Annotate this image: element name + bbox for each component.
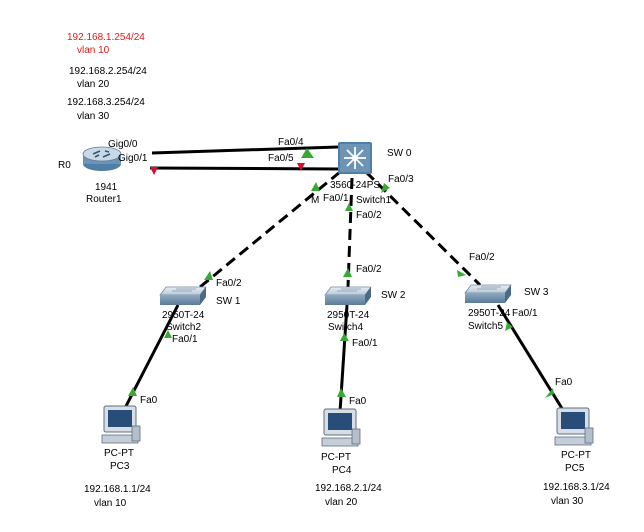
sw2-model: 2950T-24 bbox=[327, 310, 370, 321]
port-label: Fa0/3 bbox=[388, 174, 414, 185]
sw3-tag: SW 3 bbox=[524, 287, 549, 298]
link-up-indicator bbox=[204, 271, 213, 280]
link-up-indicator bbox=[340, 333, 349, 341]
router-vlan20-address: 192.168.2.254/24 bbox=[69, 66, 147, 77]
port-label: Fa0/4 bbox=[278, 137, 304, 148]
port-label: M bbox=[311, 195, 320, 206]
link-up-indicator bbox=[301, 148, 314, 158]
pc4-name: PC4 bbox=[332, 465, 352, 476]
pc5-ip: 192.168.3.1/24 bbox=[543, 482, 610, 493]
pc3-name: PC3 bbox=[110, 461, 130, 472]
switch-icon[interactable] bbox=[159, 286, 207, 305]
pc3-model: PC-PT bbox=[104, 448, 134, 459]
pc4-model: PC-PT bbox=[321, 452, 351, 463]
link-up-indicator bbox=[345, 203, 353, 211]
pc3-vlan: vlan 10 bbox=[94, 498, 127, 509]
router-vlan20-label: vlan 20 bbox=[77, 79, 110, 90]
router-vlan10-address: 192.168.1.254/24 bbox=[67, 32, 145, 43]
port-label: Fa0/1 bbox=[172, 334, 198, 345]
router-vlan30-label: vlan 30 bbox=[77, 111, 110, 122]
pc5-model: PC-PT bbox=[561, 450, 591, 461]
sw0-tag: SW 0 bbox=[387, 148, 412, 159]
router-tag: R0 bbox=[58, 160, 71, 171]
link-up-indicator bbox=[337, 388, 346, 397]
link-sw0-f03-sw3-f02[interactable] bbox=[364, 170, 482, 287]
port-label: Gig0/1 bbox=[118, 153, 148, 164]
link-indicators bbox=[128, 148, 554, 398]
pc5-name: PC5 bbox=[565, 463, 585, 474]
router-model: 1941 bbox=[95, 182, 118, 193]
pc5-vlan: vlan 30 bbox=[551, 496, 584, 507]
switch-icon[interactable] bbox=[324, 286, 372, 305]
sw3-name: Switch5 bbox=[468, 321, 504, 332]
router-vlan10-label: vlan 10 bbox=[77, 45, 110, 56]
link-up-indicator bbox=[505, 322, 513, 331]
router-vlan30-address: 192.168.3.254/24 bbox=[67, 97, 145, 108]
link-up-indicator bbox=[311, 182, 320, 191]
link-down-indicator bbox=[150, 167, 158, 175]
link-sw0-f02-sw2-f02[interactable] bbox=[346, 177, 354, 288]
port-label: Fa0/1 bbox=[323, 193, 349, 204]
router-icon[interactable] bbox=[82, 146, 122, 171]
sw0-model: 3560-24PS bbox=[330, 180, 381, 191]
link-up-indicator bbox=[343, 268, 352, 277]
link-sw0-f01-sw1-f02[interactable] bbox=[199, 170, 341, 289]
link-down-indicator bbox=[297, 163, 305, 171]
port-label: Fa0/1 bbox=[512, 308, 538, 319]
sw2-name: Switch4 bbox=[328, 322, 364, 333]
router-name: Router1 bbox=[86, 194, 122, 205]
link-router-g00-sw0-f04[interactable] bbox=[151, 145, 339, 155]
port-label: Gig0/0 bbox=[108, 139, 138, 150]
pc4-ip: 192.168.2.1/24 bbox=[315, 483, 382, 494]
switch-icon[interactable] bbox=[464, 284, 512, 303]
link-up-indicator bbox=[457, 270, 466, 277]
sw0-name: Switch1 bbox=[356, 195, 392, 206]
port-label: Fa0/5 bbox=[268, 153, 294, 164]
sw1-model: 2950T-24 bbox=[162, 310, 205, 321]
port-label: Fa0/2 bbox=[216, 278, 242, 289]
pc-icon[interactable] bbox=[321, 408, 361, 447]
sw3-model: 2950T-24 bbox=[468, 308, 511, 319]
link-router-g01-sw0-f05[interactable] bbox=[149, 166, 339, 171]
port-label: Fa0/2 bbox=[356, 264, 382, 275]
sw1-name: Switch2 bbox=[166, 322, 202, 333]
link-up-indicator bbox=[545, 388, 554, 398]
sw2-tag: SW 2 bbox=[381, 290, 406, 301]
link-up-indicator bbox=[128, 387, 137, 396]
port-label: Fa0 bbox=[349, 396, 367, 407]
multilayer-switch-icon[interactable] bbox=[338, 142, 372, 174]
pc-icon[interactable] bbox=[101, 405, 141, 444]
link-up-indicator bbox=[164, 330, 172, 338]
sw1-tag: SW 1 bbox=[216, 296, 241, 307]
port-label: Fa0/2 bbox=[356, 210, 382, 221]
link-up-indicator bbox=[381, 183, 390, 193]
pc3-ip: 192.168.1.1/24 bbox=[84, 484, 151, 495]
port-label: Fa0 bbox=[140, 395, 158, 406]
pc4-vlan: vlan 20 bbox=[325, 497, 358, 508]
port-label: Fa0/2 bbox=[469, 252, 495, 263]
port-label: Fa0 bbox=[555, 377, 573, 388]
pc-icon[interactable] bbox=[554, 407, 594, 446]
port-label: Fa0/1 bbox=[352, 338, 378, 349]
